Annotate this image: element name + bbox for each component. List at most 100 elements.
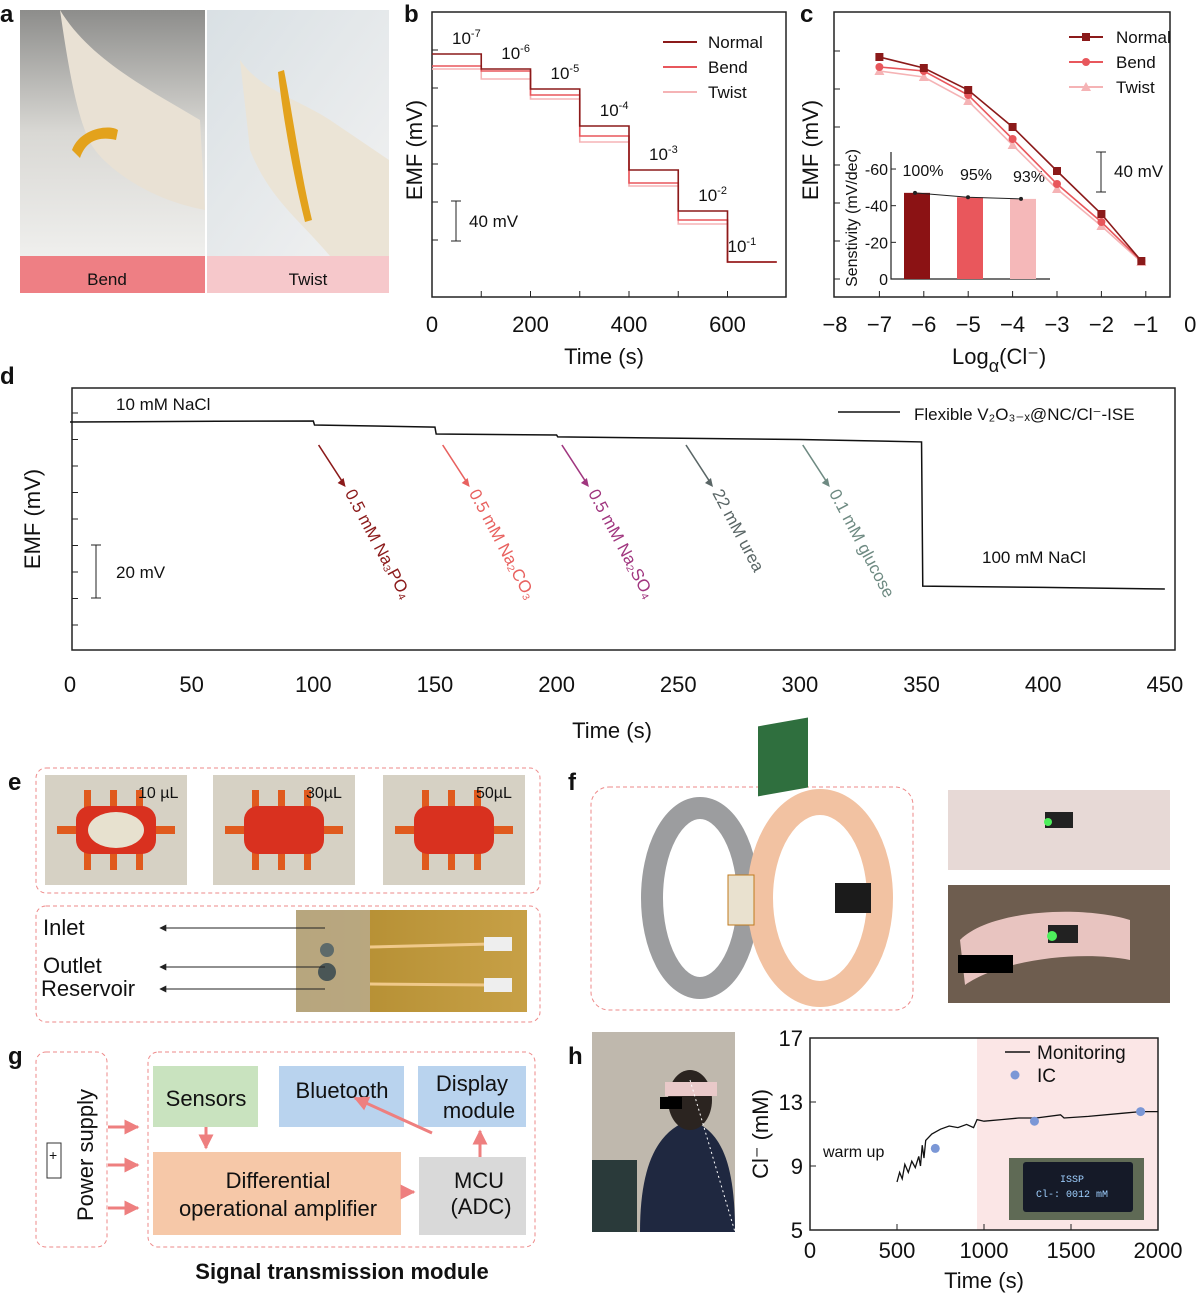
x-tick-label: −2	[1089, 312, 1114, 337]
y-axis-label: EMF (mV)	[798, 100, 823, 200]
mcu-label-2: (ADC)	[450, 1194, 511, 1219]
headband-worn	[665, 1082, 717, 1096]
inset-error-point	[966, 195, 970, 200]
x-tick-label: −5	[956, 312, 981, 337]
chip-reservoir	[414, 806, 494, 854]
plot-frame	[833, 11, 1171, 298]
glove-shape	[240, 60, 389, 256]
x-tick-label: 0	[64, 672, 76, 697]
annotation-arrowhead	[821, 478, 830, 487]
interferent-label: 0.5 mM Na₂SO₄	[584, 486, 658, 602]
data-point-square	[1053, 167, 1061, 175]
concentration-base: 10	[600, 101, 619, 120]
concentration-label: 10-5	[551, 63, 580, 83]
ic-data-point	[930, 1143, 940, 1153]
series-line-normal	[432, 53, 777, 263]
annotation-arrow	[561, 444, 587, 483]
interferent-label: 0.1 mM glucose	[825, 486, 898, 601]
x-tick-label: 500	[879, 1238, 916, 1263]
twist-label-bar	[207, 256, 389, 293]
electrode-trace	[369, 942, 491, 949]
concentration-label: 10-4	[600, 100, 629, 120]
data-point-square	[919, 64, 928, 72]
sensor-electrode	[318, 963, 336, 981]
y-axis-label: EMF (mV)	[402, 100, 427, 200]
panel-label-g: g	[8, 1043, 23, 1070]
display-text-2: Cl-: 0012 mM	[1036, 1189, 1108, 1201]
data-point-triangle	[1052, 184, 1062, 193]
panel-h	[592, 1032, 736, 1233]
inset-y-tick-label: -60	[865, 162, 888, 179]
legend-label: Monitoring	[1037, 1043, 1126, 1064]
y-tick-label: 17	[779, 1026, 803, 1051]
circuit-board	[758, 717, 808, 797]
panel-a: Bend Twist	[20, 10, 389, 293]
zoom-guide-line	[689, 1079, 736, 1233]
legend-label: Twist	[1116, 78, 1155, 97]
annotation-arrowhead	[580, 478, 589, 487]
panel-label-c: c	[800, 1, 813, 28]
sensors-block	[153, 1066, 258, 1127]
x-tick-label: −1	[1133, 312, 1158, 337]
power-supply-label: Power supply	[73, 1089, 98, 1221]
x-tick-label: 300	[782, 672, 819, 697]
annotation-arrow	[685, 444, 711, 483]
data-point-triangle	[1007, 140, 1018, 149]
monitor-in-photo	[592, 1160, 637, 1232]
x-tick-label: −7	[867, 312, 892, 337]
concentration-base: 10	[728, 237, 747, 256]
inset-y-tick-label: 0	[879, 272, 888, 289]
data-point-circle	[1097, 218, 1106, 226]
x-tick-label: 1000	[960, 1238, 1009, 1263]
legend-marker	[1082, 33, 1090, 41]
x-tick-label: 0	[1184, 312, 1196, 337]
concentration-label: 10-2	[698, 185, 727, 205]
y-axis-label: Cl⁻ (mM)	[748, 1089, 773, 1179]
display-block	[418, 1066, 526, 1127]
oled-screen	[1023, 1162, 1133, 1212]
display-module	[835, 883, 871, 913]
panel-f	[590, 717, 1170, 1011]
display-label-1: Display	[436, 1071, 508, 1096]
x-tick-label: −6	[911, 312, 936, 337]
inset-bar-label: 100%	[903, 163, 944, 180]
annotation-arrow	[802, 444, 828, 483]
privacy-bar	[660, 1097, 682, 1109]
bend-label-bar	[20, 256, 205, 293]
flexible-sensor-strip	[72, 127, 118, 158]
data-point-square	[1097, 210, 1106, 218]
panel-label-h: h	[568, 1043, 583, 1070]
sensor-electrode	[320, 943, 334, 957]
data-point-square	[964, 86, 973, 94]
inset-y-axis-label: Senstivity (mV/dec)	[844, 149, 861, 287]
x-tick-label: 250	[660, 672, 697, 697]
mcu-label-1: MCU	[454, 1168, 504, 1193]
volume-label: 30µL	[306, 785, 342, 802]
scale-bar	[91, 544, 101, 599]
interferent-label: 22 mM urea	[708, 486, 768, 575]
concentration-base: 10	[551, 64, 570, 83]
volume-label: 50µL	[476, 785, 512, 802]
x-axis-label: Time (s)	[564, 344, 644, 369]
twist-label: Twist	[289, 270, 328, 289]
bluetooth-block	[279, 1066, 404, 1127]
x-axis-label: Time (s)	[572, 718, 652, 743]
electrode-trace	[369, 982, 491, 987]
panel-g: + Power supply Sensors Bluetooth Display…	[35, 1051, 536, 1284]
emf-trace	[69, 420, 1165, 590]
dashed-frame	[590, 786, 914, 1011]
concentration-exponent: -1	[746, 236, 756, 248]
inlet-label: Inlet	[43, 915, 85, 940]
legend-marker	[1082, 58, 1090, 66]
headband-photo	[948, 790, 1170, 870]
inset-bar-normal	[904, 192, 930, 279]
display-inset-photo: ISSP Cl-: 0012 mM	[1009, 1158, 1144, 1220]
scale-bar	[1096, 151, 1106, 193]
scale-bar	[451, 200, 461, 242]
plot-frame	[431, 11, 787, 298]
y-tick-label: 5	[791, 1218, 803, 1243]
display-text-1: ISSP	[1060, 1175, 1084, 1186]
legend-label: Normal	[1116, 28, 1171, 47]
